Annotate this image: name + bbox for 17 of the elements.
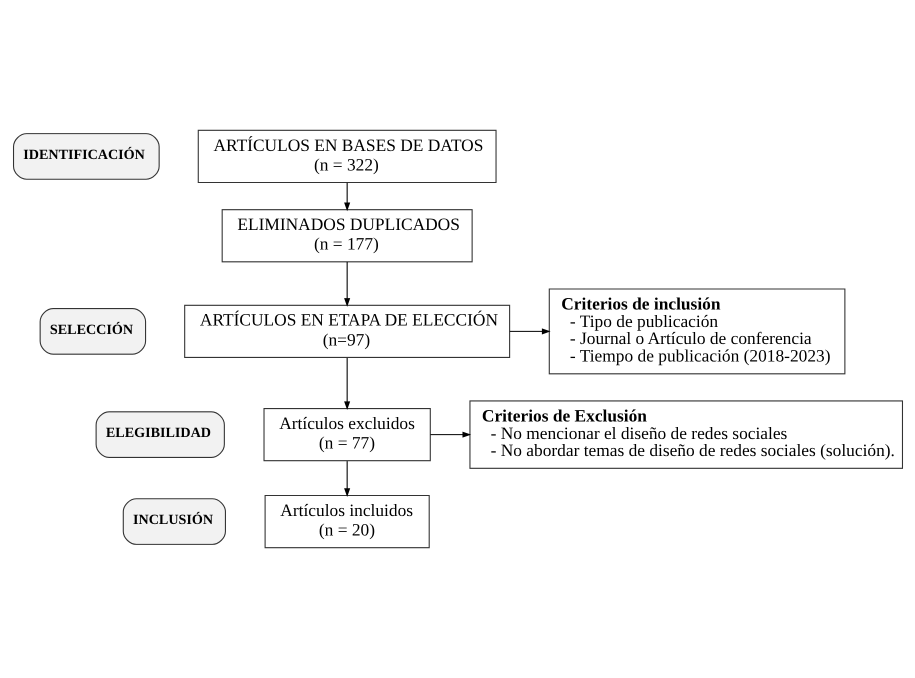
arrow [344,461,350,497]
node-box: IDENTIFICACIÓN [12,133,160,180]
node-box: ELEGIBILIDAD [95,411,224,458]
node-box: ARTÍCULOS EN ETAPA DE ELECCIÓN (n=97) [184,304,510,358]
node-box: Artículos excluidos (n = 77) [262,408,430,462]
arrow [430,432,471,438]
arrow [344,262,350,307]
arrow [344,358,350,410]
node-box: SELECCIÓN [39,308,146,355]
node-box: INCLUSIÓN [122,498,226,545]
node-box: Criterios de inclusión - Tipo de publicación - Journal o Artículo de conferencia - Tiempo de publicación (2018-2023) [548,288,845,374]
node-box: Criterios de Exclusión - No mencionar el diseño de redes sociales - No abordar temas de diseño de redes sociales (solución). [468,400,903,469]
arrow [509,328,550,334]
node-box: Artículos incluidos (n = 20) [264,494,430,548]
node-box: ARTÍCULOS EN BASES DE DATOS (n = 322) [197,130,496,184]
node-box: ELIMINADOS DUPLICADOS (n = 177) [221,209,472,262]
arrow [344,182,350,212]
